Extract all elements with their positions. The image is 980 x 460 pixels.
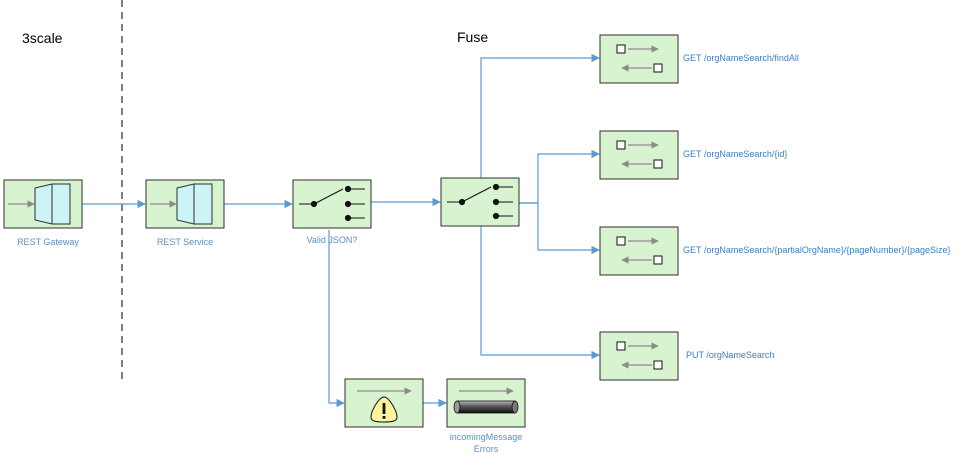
error-log-node[interactable] xyxy=(344,378,424,428)
connector-router-to-put xyxy=(480,226,600,360)
rest-gateway-caption: REST Gateway xyxy=(17,237,79,247)
rest-gateway-node[interactable] xyxy=(3,179,83,229)
endpoint-icon xyxy=(8,183,71,225)
route-label-paged: GET /orgNameSearch/{partialOrgName}/{pag… xyxy=(683,245,951,255)
valid-json-caption: Valid JSON? xyxy=(306,235,358,245)
zone-fuse-label: Fuse xyxy=(457,29,489,45)
error-channel-caption-line2: Errors xyxy=(473,444,499,454)
choice-switch-icon xyxy=(447,183,513,220)
connector-router-to-findall xyxy=(480,53,600,178)
request-reply-icon xyxy=(616,236,663,265)
request-reply-icon xyxy=(616,140,663,169)
route-label-by-id: GET /orgNameSearch/{id} xyxy=(683,149,788,159)
log-warning-icon xyxy=(357,387,412,423)
zone-3scale-label: 3scale xyxy=(22,30,63,46)
route-put-node[interactable] xyxy=(599,331,679,381)
connector-validator-to-error xyxy=(328,230,345,408)
rest-service-node[interactable] xyxy=(145,179,225,229)
request-reply-icon xyxy=(616,44,663,73)
endpoint-icon xyxy=(150,183,213,225)
route-router-node[interactable] xyxy=(440,177,520,227)
route-paged-node[interactable] xyxy=(599,226,679,276)
route-label-findall: GET /orgNameSearch/findAll xyxy=(683,53,799,63)
route-findall-node[interactable] xyxy=(599,34,679,84)
choice-switch-icon xyxy=(299,185,365,222)
rest-service-caption: REST Service xyxy=(156,237,214,247)
error-channel-node[interactable] xyxy=(446,378,526,428)
connector-router-to-paged xyxy=(519,202,600,255)
error-channel-caption-line1: incomingMessage xyxy=(449,432,523,442)
route-by-id-node[interactable] xyxy=(599,130,679,180)
connector-router-to-id xyxy=(519,149,600,204)
route-label-put: PUT /orgNameSearch xyxy=(686,350,775,360)
channel-pipe-icon xyxy=(453,387,519,414)
connectors xyxy=(82,53,600,408)
valid-json-node[interactable] xyxy=(292,179,372,229)
request-reply-icon xyxy=(616,341,663,370)
